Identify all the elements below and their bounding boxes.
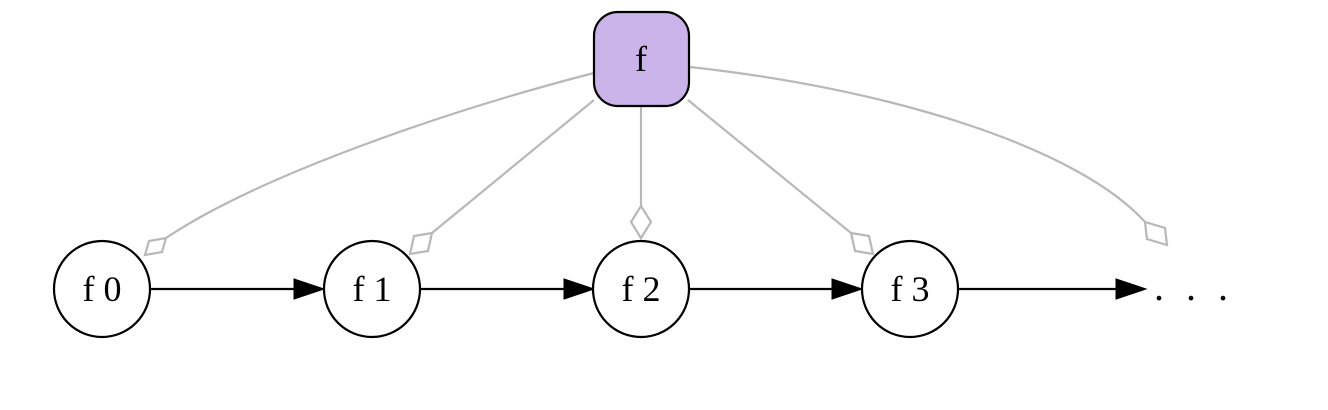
root-node-box: [592, 10, 691, 108]
arrowhead-f2: [563, 278, 596, 300]
agg-edge-f-continuation: [689, 65, 1146, 223]
node-f0-circle: [52, 239, 152, 339]
node-f0[interactable]: f 0: [52, 239, 152, 339]
root-node-label: f: [635, 39, 647, 79]
root-node[interactable]: f: [592, 10, 691, 108]
continuation-ellipsis: . . .: [1154, 264, 1234, 309]
arrowhead-f3: [831, 278, 864, 300]
agg-diamond-continuation: [1143, 220, 1169, 247]
agg-diamond-f3: [849, 231, 875, 256]
aggregation-edges: [143, 65, 1169, 257]
arrowhead-continuation: [1115, 278, 1148, 300]
agg-edge-f-f0: [165, 71, 595, 239]
node-f1-label: f 1: [353, 269, 392, 309]
node-f2[interactable]: f 2: [591, 239, 691, 339]
node-f2-circle: [591, 239, 691, 339]
node-f0-label: f 0: [83, 269, 122, 309]
agg-edge-f-f1: [431, 99, 595, 234]
agg-edge-f-f3: [687, 99, 852, 234]
node-f1-circle: [322, 239, 422, 339]
sequence-edges: [150, 278, 1148, 300]
node-f2-label: f 2: [622, 269, 661, 309]
agg-diamond-f2: [629, 203, 653, 241]
node-f3-circle: [860, 239, 960, 339]
agg-diamond-f0: [143, 236, 168, 257]
agg-diamond-f1: [408, 231, 434, 256]
node-f1[interactable]: f 1: [322, 239, 422, 339]
node-f3[interactable]: f 3: [860, 239, 960, 339]
node-f3-label: f 3: [891, 269, 930, 309]
arrowhead-f1: [293, 278, 326, 300]
